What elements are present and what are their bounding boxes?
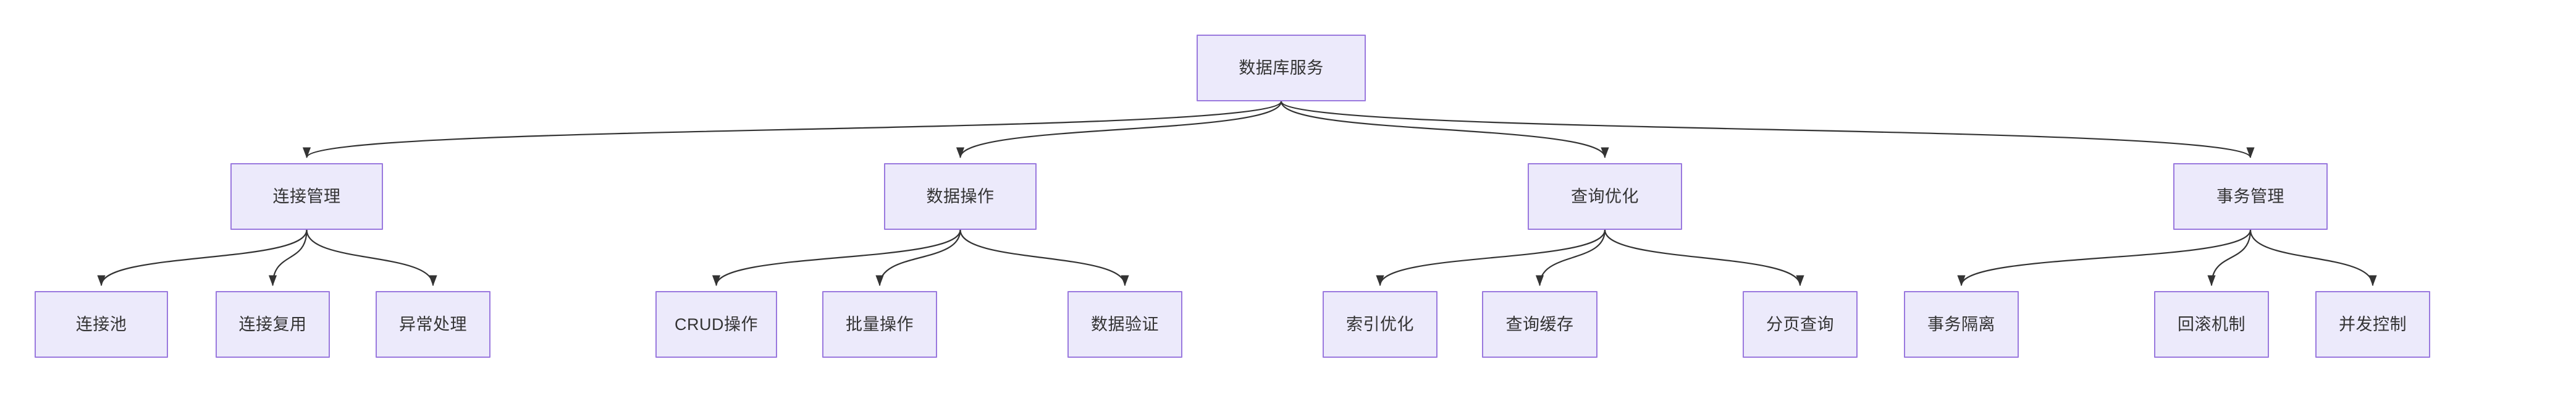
edge-l1d-to-l2d1 — [1957, 229, 2252, 287]
node-label: 事务管理 — [2216, 187, 2284, 206]
node-l2a3[interactable]: 异常处理 — [376, 291, 490, 358]
node-l2b2[interactable]: 批量操作 — [822, 291, 937, 358]
edge-root-to-l1b — [956, 101, 1282, 159]
edge-root-to-l1a — [303, 101, 1282, 159]
edge-l1d-to-l2d3 — [2249, 229, 2377, 287]
edge-l1b-to-l2b3 — [959, 229, 1129, 287]
node-label: 并发控制 — [2339, 315, 2407, 334]
node-l2b1[interactable]: CRUD操作 — [655, 291, 777, 358]
node-label: CRUD操作 — [675, 315, 758, 334]
edge-l1b-to-l2b1 — [712, 229, 961, 287]
node-label: 回滚机制 — [2178, 315, 2246, 334]
node-label: 连接池 — [75, 315, 127, 334]
node-l2d2[interactable]: 回滚机制 — [2154, 291, 2269, 358]
node-label: 事务隔离 — [1927, 315, 1995, 334]
edge-l1a-to-l2a2 — [268, 229, 308, 287]
node-l2c1[interactable]: 索引优化 — [1323, 291, 1437, 358]
node-l1a[interactable]: 连接管理 — [230, 163, 383, 230]
node-l2b3[interactable]: 数据验证 — [1067, 291, 1182, 358]
node-label: 批量操作 — [846, 315, 914, 334]
node-label: 连接管理 — [272, 187, 341, 206]
node-l2c2[interactable]: 查询缓存 — [1482, 291, 1597, 358]
edge-l1a-to-l2a1 — [97, 229, 308, 287]
node-l1d[interactable]: 事务管理 — [2173, 163, 2328, 230]
node-l2d1[interactable]: 事务隔离 — [1904, 291, 2019, 358]
node-l2d3[interactable]: 并发控制 — [2315, 291, 2430, 358]
edge-l1b-to-l2b2 — [875, 229, 961, 287]
edge-root-to-l1c — [1280, 101, 1609, 159]
edge-l1c-to-l2c2 — [1535, 229, 1606, 287]
node-label: 数据操作 — [926, 187, 995, 206]
edge-l1d-to-l2d2 — [2207, 229, 2252, 287]
node-label: 数据验证 — [1091, 315, 1159, 334]
node-l1c[interactable]: 查询优化 — [1528, 163, 1682, 230]
node-label: 连接复用 — [238, 315, 307, 334]
edge-l1a-to-l2a3 — [306, 229, 437, 287]
node-label: 异常处理 — [399, 315, 467, 334]
node-label: 查询缓存 — [1505, 315, 1574, 334]
node-l2a2[interactable]: 连接复用 — [216, 291, 330, 358]
node-root[interactable]: 数据库服务 — [1197, 35, 1366, 101]
node-l1b[interactable]: 数据操作 — [884, 163, 1037, 230]
edge-l1c-to-l2c1 — [1376, 229, 1606, 287]
node-l2c3[interactable]: 分页查询 — [1743, 291, 1858, 358]
node-label: 分页查询 — [1766, 315, 1834, 334]
node-label: 查询优化 — [1571, 187, 1639, 206]
edge-l1c-to-l2c3 — [1604, 229, 1804, 287]
edge-root-to-l1d — [1280, 101, 2255, 159]
node-label: 索引优化 — [1346, 315, 1414, 334]
node-label: 数据库服务 — [1239, 58, 1324, 77]
node-l2a1[interactable]: 连接池 — [35, 291, 168, 358]
